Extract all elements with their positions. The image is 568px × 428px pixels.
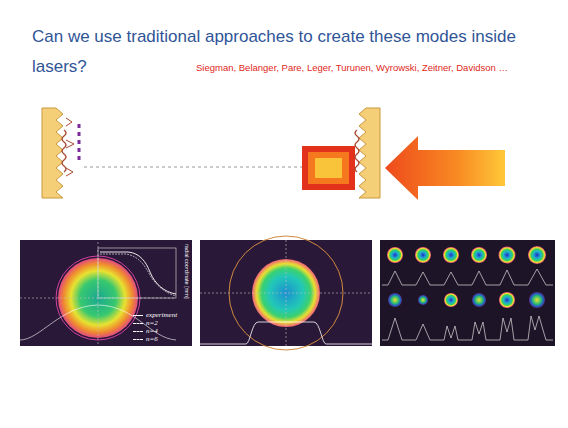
left-mirror [42, 108, 74, 198]
line-sample [133, 315, 143, 316]
gain-medium [302, 146, 355, 190]
legend-entry: experiment [133, 311, 177, 319]
legend-entry: n=6 [133, 335, 177, 343]
mode-series-image [380, 240, 555, 346]
legend-entry: n=4 [133, 327, 177, 335]
axis-label: radial coordinate [mm] [184, 244, 190, 298]
author-list: Siegman, Belanger, Pare, Leger, Turunen,… [196, 62, 508, 73]
plot-legend: experimentn=2n=4n=6 [133, 311, 177, 343]
legend-text: n=4 [146, 327, 158, 335]
legend-text: n=6 [146, 335, 158, 343]
optical-axis [84, 167, 302, 168]
legend-text: n=2 [146, 319, 158, 327]
line-sample [133, 331, 143, 332]
legend-text: experiment [146, 311, 177, 319]
slide-title: Can we use traditional approaches to cre… [32, 22, 552, 82]
beam-profile-image [200, 236, 372, 350]
beam-profile-image [20, 240, 192, 346]
line-sample [133, 339, 143, 340]
phase-plate-line [78, 124, 81, 164]
line-sample [133, 323, 143, 324]
legend-entry: n=2 [133, 319, 177, 327]
right-mirror [355, 108, 380, 198]
pump-arrow [385, 136, 505, 200]
